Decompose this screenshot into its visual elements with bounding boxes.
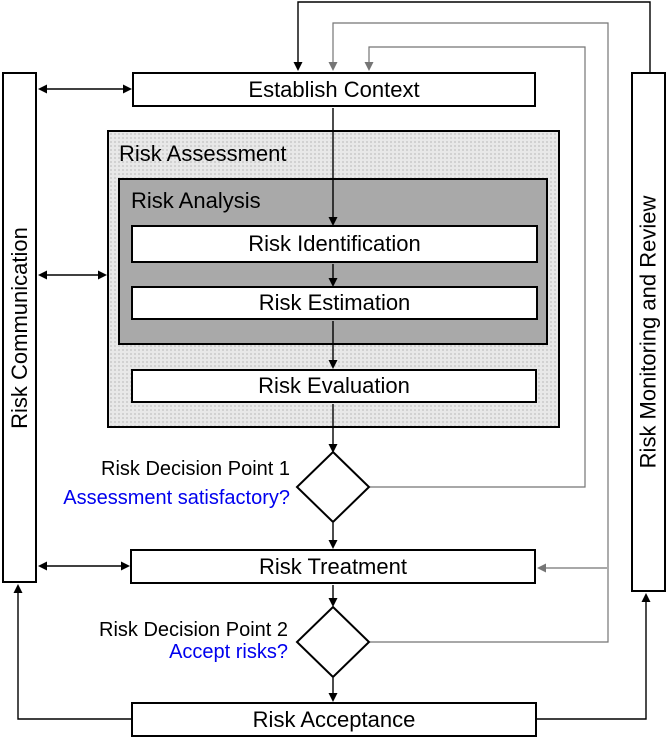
risk-assessment-label: Risk Assessment: [119, 141, 287, 166]
arrow-down-icon: [293, 62, 303, 71]
arrow-left-icon: [38, 84, 47, 94]
arrow-down-icon: [328, 598, 338, 607]
arrow-up-icon: [641, 593, 651, 602]
risk-evaluation-box: Risk Evaluation: [131, 369, 537, 403]
risk-identification-label: Risk Identification: [248, 231, 421, 256]
risk-treatment-label: Risk Treatment: [259, 553, 407, 579]
sidebar-risk-monitoring-review: Risk Monitoring and Review: [631, 72, 666, 592]
arrow-left-icon: [537, 563, 546, 573]
risk-acceptance-box: Risk Acceptance: [131, 702, 537, 737]
risk-communication-label: Risk Communication: [6, 226, 32, 429]
arrow-down-icon: [328, 444, 338, 453]
arrow-right-icon: [123, 84, 132, 94]
arrow-right-icon: [121, 561, 130, 571]
decision-point-1-diamond: [295, 450, 371, 524]
acceptance-to-monitoring-loop: [537, 593, 651, 720]
arrow-down-icon: [328, 540, 338, 549]
arrow-right-icon: [98, 270, 107, 280]
risk-identification-box: Risk Identification: [131, 225, 538, 263]
monitoring-top-loop: [293, 1, 651, 72]
acceptance-to-communication-loop: [13, 584, 131, 720]
arrow-up-icon: [13, 584, 23, 593]
sidebar-risk-communication: Risk Communication: [2, 72, 37, 583]
establish-context-label: Establish Context: [248, 76, 420, 102]
decision-point-1-title: Risk Decision Point 1: [101, 458, 290, 480]
risk-analysis-label: Risk Analysis: [131, 188, 261, 213]
risk-estimation-box: Risk Estimation: [131, 286, 538, 320]
risk-treatment-box: Risk Treatment: [130, 549, 536, 584]
risk-acceptance-label: Risk Acceptance: [252, 706, 416, 732]
decision-point-2-title: Risk Decision Point 2: [99, 619, 288, 641]
decision-point-2-question: Accept risks?: [169, 641, 288, 663]
arrow-down-icon: [328, 62, 338, 71]
establish-context-box: Establish Context: [132, 72, 536, 107]
decision-point-1-question: Assessment satisfactory?: [63, 487, 290, 509]
risk-evaluation-label: Risk Evaluation: [258, 373, 410, 398]
arrow-left-icon: [38, 561, 47, 571]
arrow-left-icon: [38, 270, 47, 280]
arrow-down-icon: [328, 693, 338, 702]
arrow-down-icon: [364, 62, 374, 71]
decision-point-2-diamond: [295, 605, 371, 679]
risk-estimation-label: Risk Estimation: [258, 290, 411, 315]
risk-monitoring-review-label: Risk Monitoring and Review: [635, 195, 661, 469]
